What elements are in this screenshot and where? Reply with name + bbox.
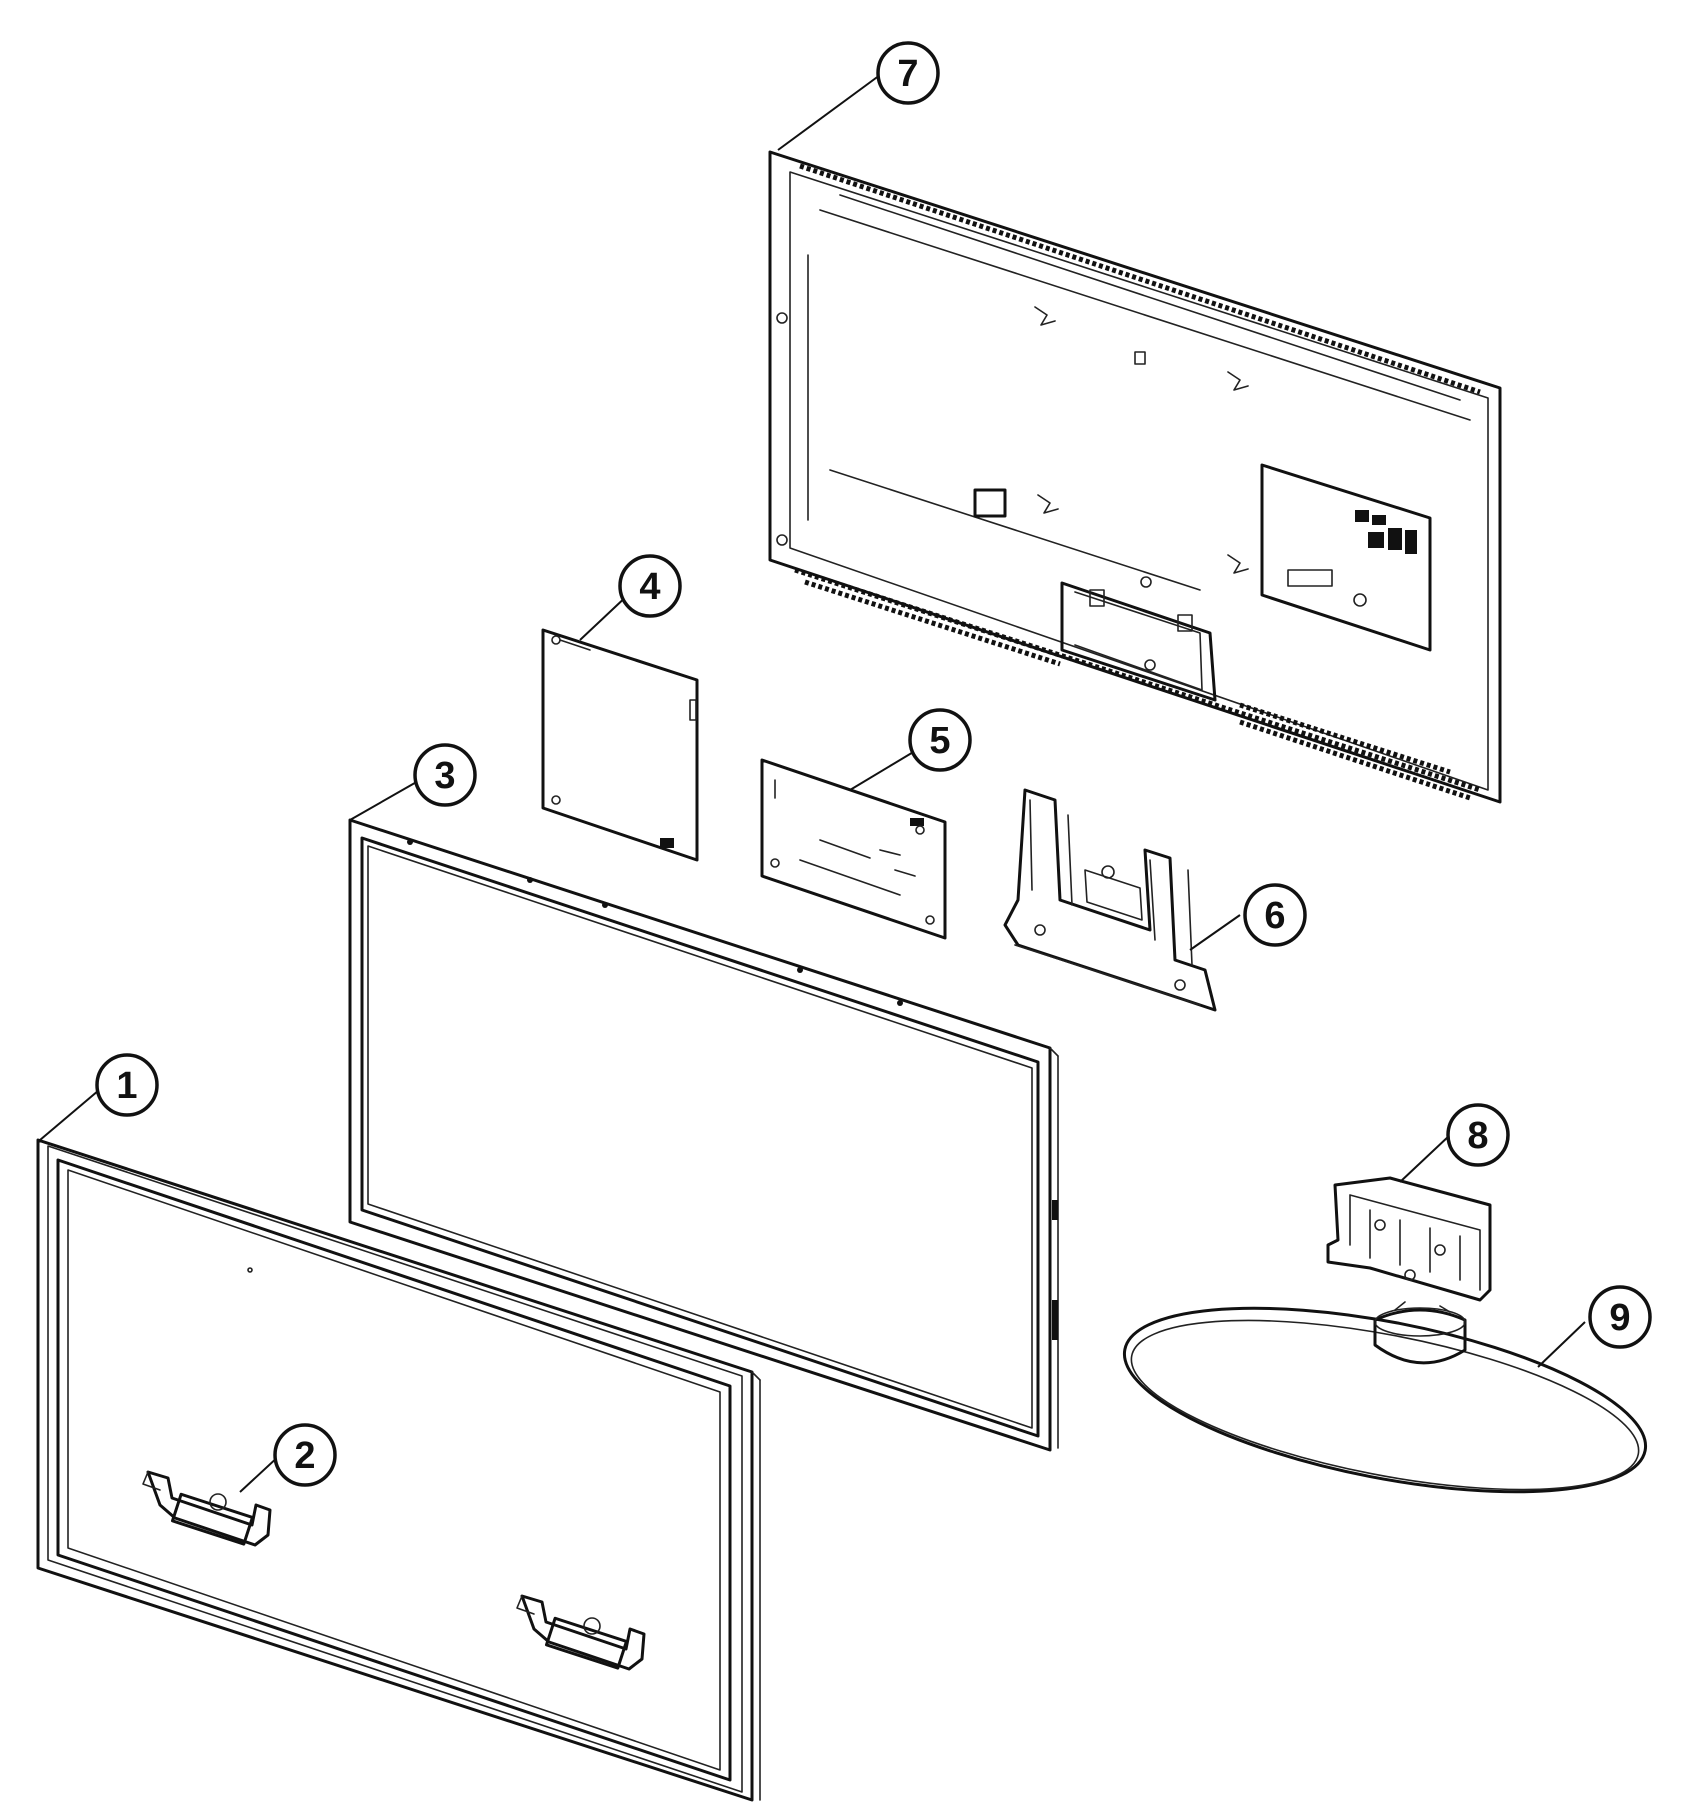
part-5-main-board (760, 758, 947, 940)
leader-3 (349, 779, 421, 821)
leader-2 (239, 1454, 281, 1493)
callout-4-label: 4 (639, 566, 660, 608)
callout-3: 3 (413, 743, 477, 807)
callout-4: 4 (618, 554, 682, 618)
part-1-front-bezel (36, 1138, 761, 1802)
part-2-speaker-bracket-right (516, 1594, 646, 1671)
part-4-power-board (541, 628, 699, 862)
callout-1: 1 (95, 1053, 159, 1117)
callout-2: 2 (273, 1423, 337, 1487)
part-3-lcd-panel (348, 818, 1059, 1452)
callout-1-label: 1 (116, 1065, 137, 1107)
callout-5: 5 (908, 708, 972, 772)
leader-lines (39, 74, 1586, 1493)
part-7-rear-cover (768, 150, 1502, 804)
callout-7-label: 7 (897, 53, 918, 95)
callout-3-label: 3 (434, 755, 455, 797)
leader-7 (777, 74, 881, 151)
callout-7: 7 (876, 41, 940, 105)
leader-9 (1537, 1321, 1586, 1368)
callout-8-label: 8 (1467, 1115, 1488, 1157)
leader-4 (579, 592, 631, 641)
callout-2-label: 2 (294, 1435, 315, 1477)
callout-8: 8 (1446, 1103, 1510, 1167)
part-6-bracket (1003, 788, 1217, 1012)
callout-9-label: 9 (1609, 1297, 1630, 1339)
leader-1 (39, 1084, 106, 1141)
part-2-speaker-bracket (142, 1470, 272, 1547)
callout-9: 9 (1588, 1285, 1652, 1349)
callout-5-label: 5 (929, 720, 950, 762)
leader-8 (1399, 1134, 1451, 1183)
callout-6: 6 (1243, 883, 1307, 947)
leader-6 (1189, 914, 1241, 951)
part-9-stand-base (1122, 1301, 1648, 1494)
part-8-stand-neck (1326, 1176, 1492, 1302)
callout-6-label: 6 (1264, 895, 1285, 937)
